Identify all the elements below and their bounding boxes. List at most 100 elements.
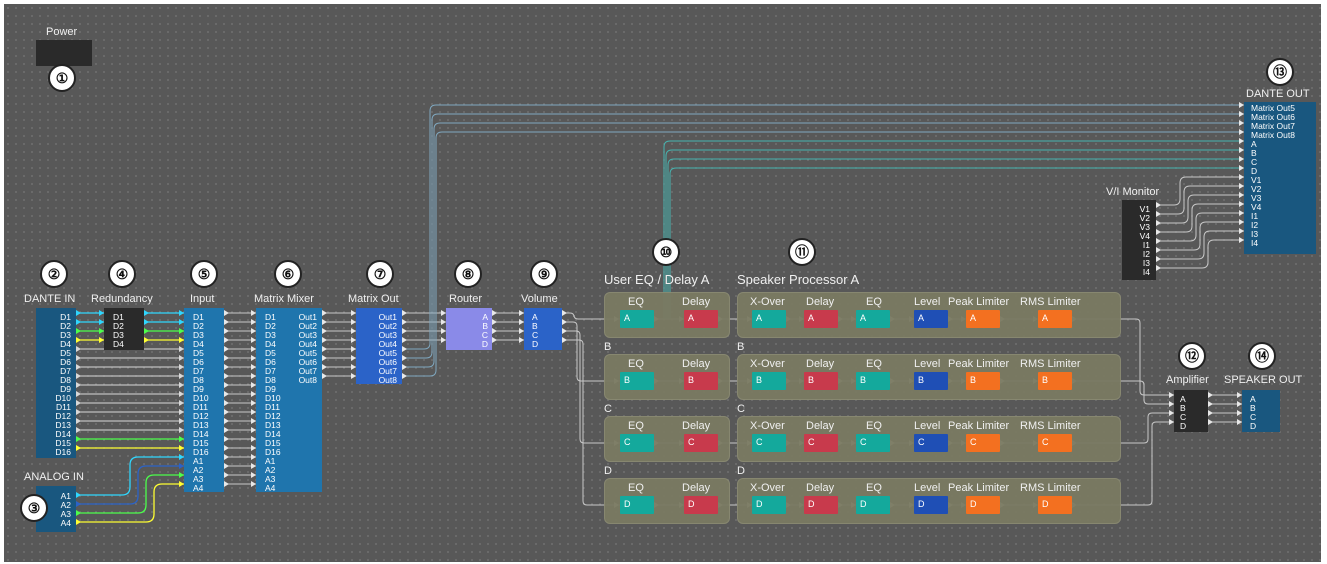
- speaker-component-1[interactable]: C: [804, 434, 838, 452]
- speaker-component-2[interactable]: B: [856, 372, 890, 390]
- input-port-d16[interactable]: D16: [193, 447, 209, 457]
- dante-out-port-i2[interactable]: I2: [1251, 220, 1259, 230]
- mixer-in-port-d10[interactable]: D10: [265, 393, 281, 403]
- volume-port-b[interactable]: B: [532, 321, 538, 331]
- input-port-d11[interactable]: D11: [193, 402, 208, 412]
- mixer-in-port-a1[interactable]: A1: [265, 456, 276, 466]
- speaker-out-port-c[interactable]: C: [1250, 412, 1257, 422]
- mixer-in-port-d6[interactable]: D6: [265, 357, 276, 367]
- design-canvas[interactable]: Power DANTE IN ANALOG IN Redundancy Inpu…: [4, 4, 1321, 562]
- user-delay-component[interactable]: B: [684, 372, 718, 390]
- router-port-b[interactable]: B: [482, 321, 488, 331]
- user-delay-component[interactable]: C: [684, 434, 718, 452]
- speaker-component-4[interactable]: B: [966, 372, 1000, 390]
- user-delay-component[interactable]: A: [684, 310, 718, 328]
- speaker-component-4[interactable]: A: [966, 310, 1000, 328]
- user-eq-component[interactable]: B: [620, 372, 654, 390]
- speaker-out-port-b[interactable]: B: [1250, 403, 1256, 413]
- speaker-component-0[interactable]: C: [752, 434, 786, 452]
- input-port-d14[interactable]: D14: [193, 429, 209, 439]
- input-port-d13[interactable]: D13: [193, 420, 209, 430]
- matrix-out-port-out3[interactable]: Out3: [378, 330, 397, 340]
- redundancy-port-d3[interactable]: D3: [113, 330, 124, 340]
- dante-out-port-matrix-out7[interactable]: Matrix Out7: [1251, 121, 1295, 131]
- mixer-out-port-out1[interactable]: Out1: [298, 312, 317, 322]
- mixer-out-port-out4[interactable]: Out4: [298, 339, 317, 349]
- input-port-d2[interactable]: D2: [193, 321, 204, 331]
- input-port-d9[interactable]: D9: [193, 384, 204, 394]
- input-port-a3[interactable]: A3: [193, 474, 204, 484]
- speaker-out-port-a[interactable]: A: [1250, 394, 1256, 404]
- matrix-out-port-out2[interactable]: Out2: [378, 321, 397, 331]
- speaker-component-0[interactable]: B: [752, 372, 786, 390]
- mixer-in-port-d14[interactable]: D14: [265, 429, 281, 439]
- input-port-d12[interactable]: D12: [193, 411, 209, 421]
- dante-in-port-d2[interactable]: D2: [60, 321, 71, 331]
- mixer-in-port-d3[interactable]: D3: [265, 330, 276, 340]
- speaker-component-4[interactable]: D: [966, 496, 1000, 514]
- amp-port-a[interactable]: A: [1180, 394, 1186, 404]
- input-port-d4[interactable]: D4: [193, 339, 204, 349]
- speaker-component-2[interactable]: D: [856, 496, 890, 514]
- router-port-d[interactable]: D: [481, 339, 488, 349]
- dante-in-port-d16[interactable]: D16: [55, 447, 71, 457]
- input-port-d1[interactable]: D1: [193, 312, 204, 322]
- user-delay-component[interactable]: D: [684, 496, 718, 514]
- dante-out-port-d[interactable]: D: [1251, 166, 1258, 176]
- dante-in-port-d14[interactable]: D14: [55, 429, 71, 439]
- input-port-d7[interactable]: D7: [193, 366, 204, 376]
- volume-port-d[interactable]: D: [532, 339, 539, 349]
- redundancy-port-d4[interactable]: D4: [113, 339, 124, 349]
- dante-in-port-d6[interactable]: D6: [60, 357, 71, 367]
- router-port-a[interactable]: A: [482, 312, 488, 322]
- dante-out-port-i3[interactable]: I3: [1251, 229, 1259, 239]
- input-port-d10[interactable]: D10: [193, 393, 209, 403]
- dante-in-port-d3[interactable]: D3: [60, 330, 71, 340]
- power-block[interactable]: [36, 40, 92, 66]
- mixer-out-port-out5[interactable]: Out5: [298, 348, 317, 358]
- mixer-in-port-d7[interactable]: D7: [265, 366, 276, 376]
- speaker-component-3[interactable]: A: [914, 310, 948, 328]
- mixer-in-port-d11[interactable]: D11: [265, 402, 280, 412]
- dante-in-port-d7[interactable]: D7: [60, 366, 71, 376]
- speaker-component-2[interactable]: C: [856, 434, 890, 452]
- matrix-out-port-out1[interactable]: Out1: [378, 312, 397, 322]
- vi-port-v4[interactable]: V4: [1139, 231, 1150, 241]
- mixer-in-port-a3[interactable]: A3: [265, 474, 276, 484]
- vi-port-i3[interactable]: I3: [1142, 258, 1150, 268]
- dante-in-port-d9[interactable]: D9: [60, 384, 71, 394]
- vi-port-v3[interactable]: V3: [1139, 222, 1150, 232]
- analog-in-port-a4[interactable]: A4: [60, 518, 71, 528]
- speaker-out-port-d[interactable]: D: [1250, 421, 1257, 431]
- dante-out-port-b[interactable]: B: [1251, 148, 1257, 158]
- dante-out-port-v3[interactable]: V3: [1251, 193, 1262, 203]
- mixer-in-port-d9[interactable]: D9: [265, 384, 276, 394]
- input-port-a2[interactable]: A2: [193, 465, 204, 475]
- dante-out-port-v1[interactable]: V1: [1251, 175, 1262, 185]
- input-port-a4[interactable]: A4: [193, 483, 204, 493]
- matrix-out-port-out6[interactable]: Out6: [378, 357, 397, 367]
- mixer-in-port-d1[interactable]: D1: [265, 312, 276, 322]
- matrix-out-port-out7[interactable]: Out7: [378, 366, 397, 376]
- analog-in-port-a2[interactable]: A2: [60, 500, 71, 510]
- speaker-component-1[interactable]: D: [804, 496, 838, 514]
- speaker-component-5[interactable]: A: [1038, 310, 1072, 328]
- analog-in-port-a1[interactable]: A1: [60, 491, 71, 501]
- vi-port-v2[interactable]: V2: [1139, 213, 1150, 223]
- vi-port-i4[interactable]: I4: [1142, 267, 1150, 277]
- mixer-out-port-out8[interactable]: Out8: [298, 375, 317, 385]
- speaker-component-5[interactable]: B: [1038, 372, 1072, 390]
- speaker-component-5[interactable]: D: [1038, 496, 1072, 514]
- dante-in-port-d13[interactable]: D13: [55, 420, 71, 430]
- dante-out-port-matrix-out8[interactable]: Matrix Out8: [1251, 130, 1295, 140]
- speaker-component-1[interactable]: A: [804, 310, 838, 328]
- dante-out-port-i1[interactable]: I1: [1251, 211, 1259, 221]
- redundancy-port-d2[interactable]: D2: [113, 321, 124, 331]
